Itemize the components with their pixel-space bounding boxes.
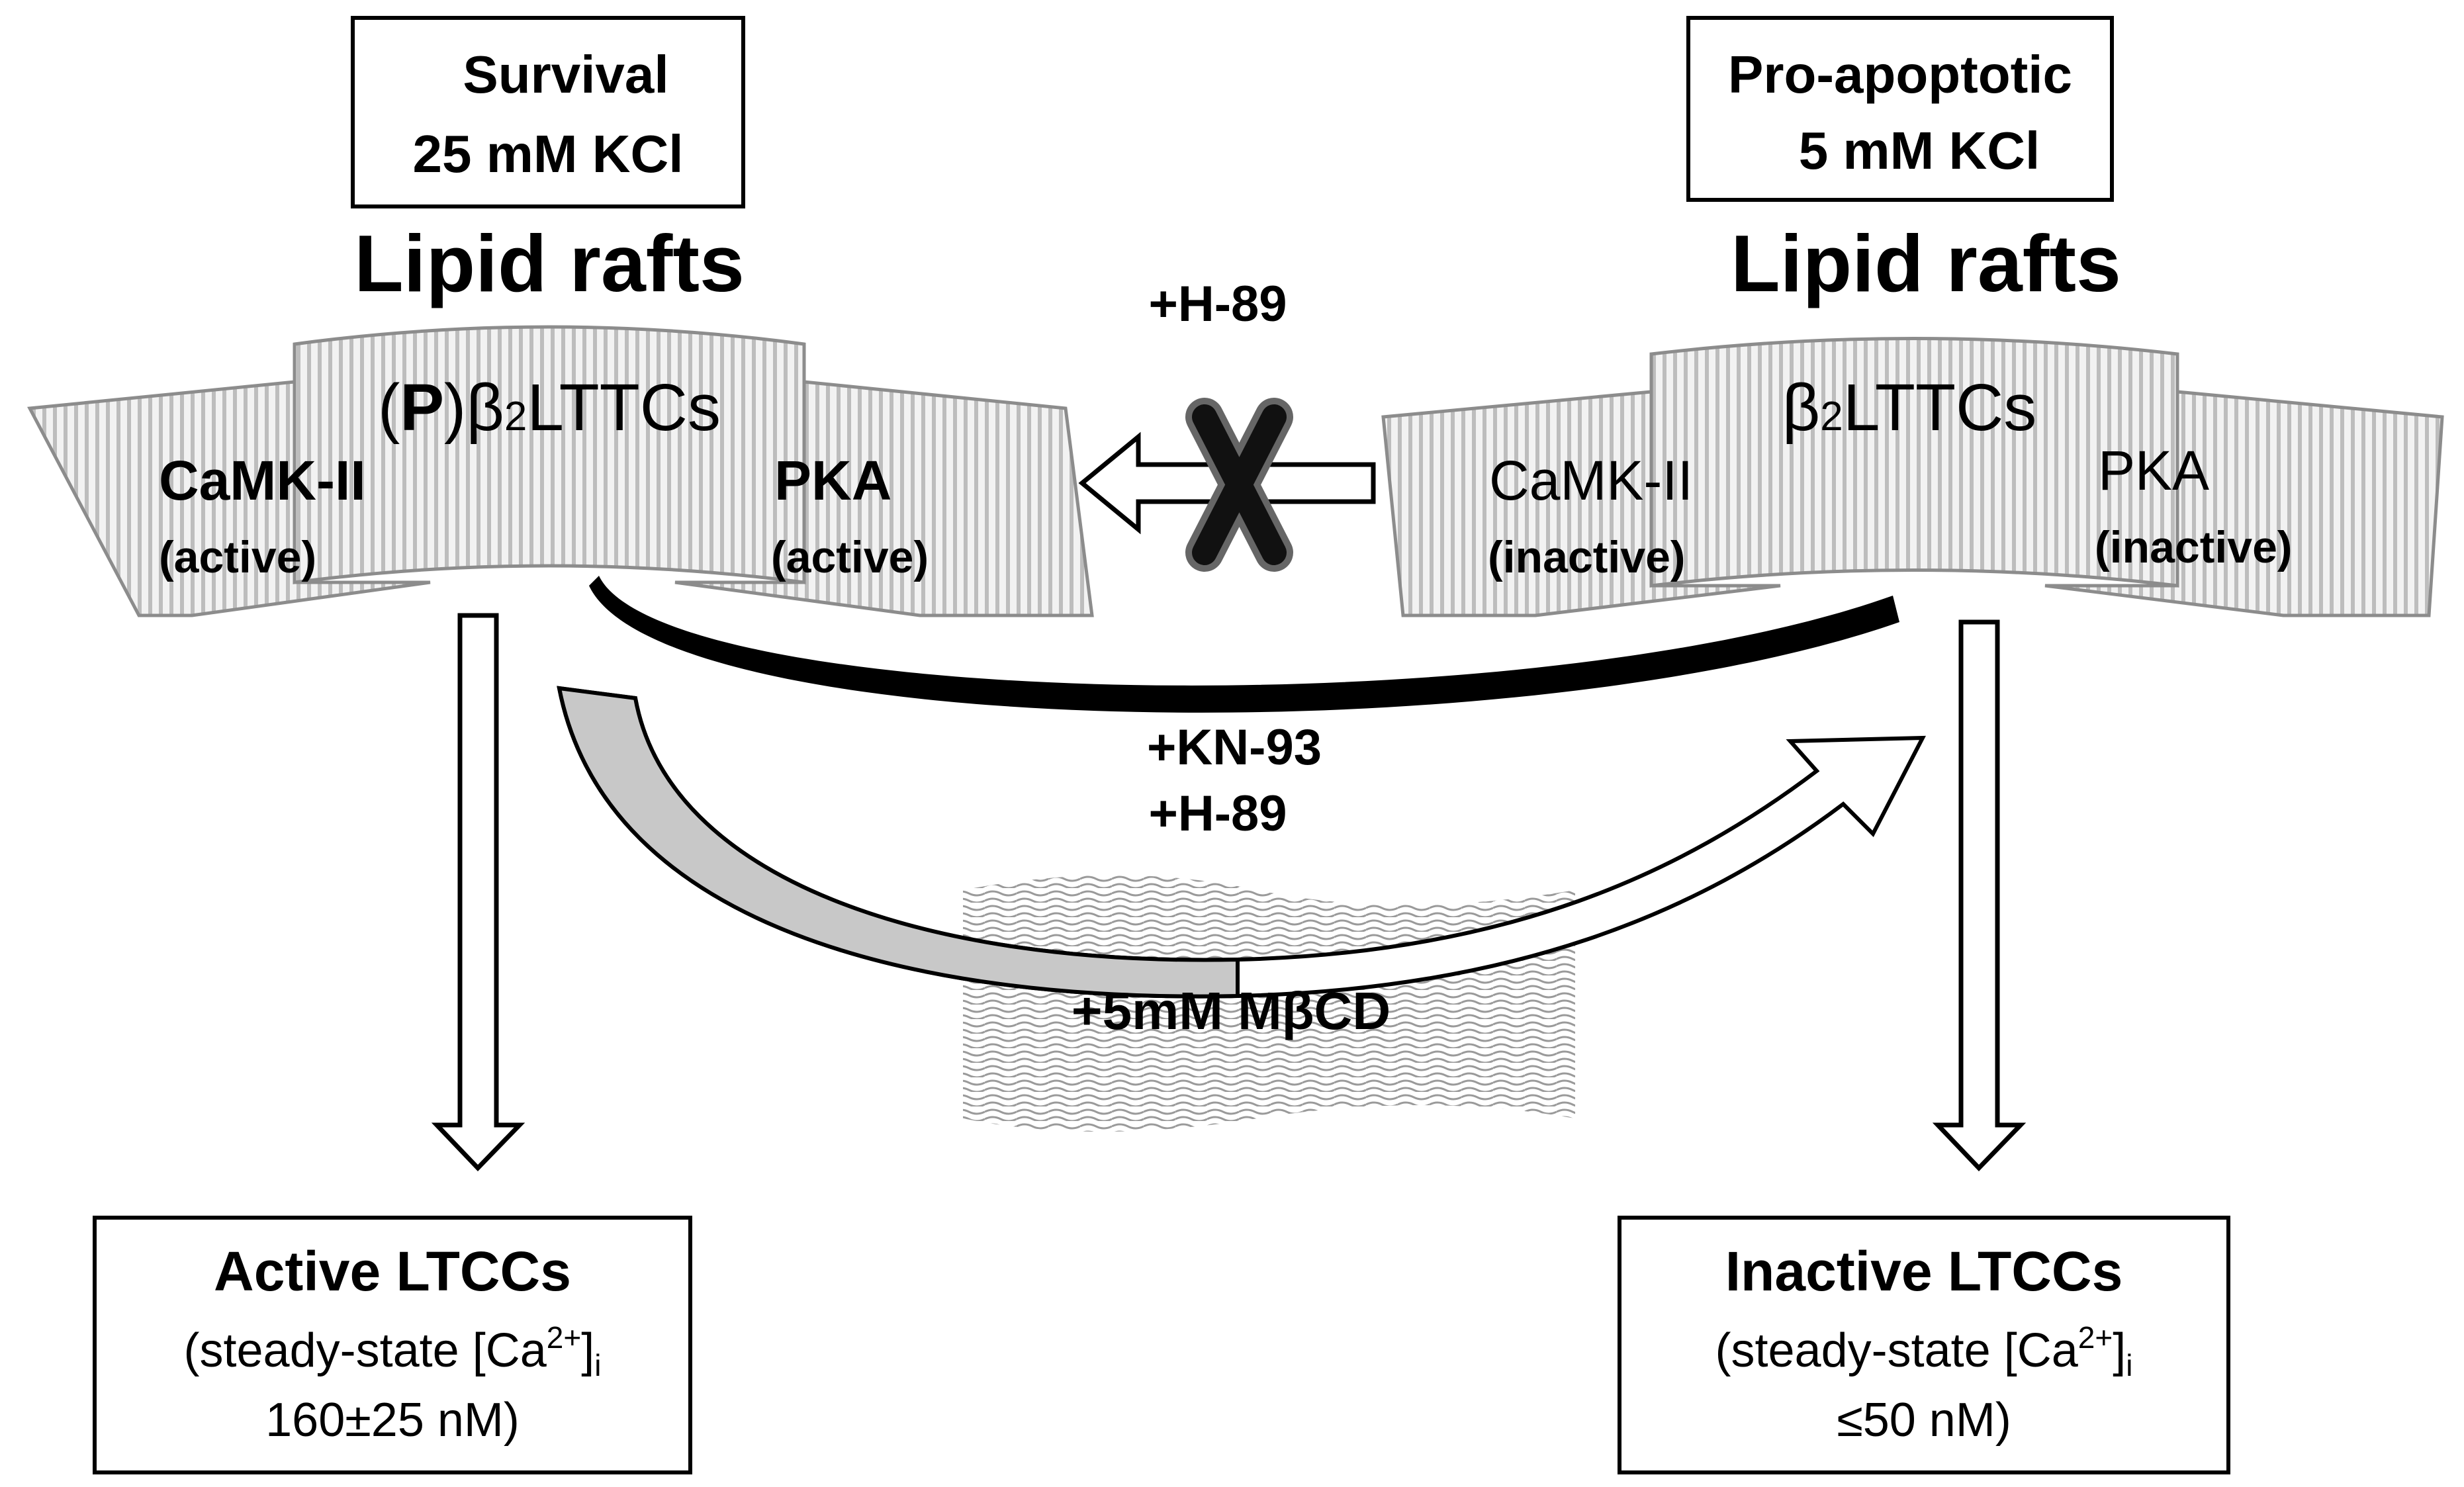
right-outcome-box: Inactive LTCCs (steady-state [Ca2+]i ≤50…	[1618, 1216, 2230, 1474]
left-outcome-line3: 160±25 nM)	[265, 1394, 520, 1447]
left-down-arrow	[431, 613, 525, 1172]
left-rafts-title: Lipid rafts	[354, 218, 745, 308]
left-condition-box: Survival 25 mM KCl	[351, 16, 745, 208]
right-camk-state: (inactive)	[1488, 532, 1686, 582]
left-pka-name: PKA	[774, 449, 891, 512]
left-channel-label: (P)β2LTTCs	[378, 371, 721, 445]
right-condition-line1: Pro-apoptotic	[1728, 45, 2072, 104]
left-lipid-raft-ribbon	[27, 325, 1094, 617]
top-arrow-label: +H-89	[1148, 276, 1287, 332]
right-channel-label: β2LTTCs	[1782, 371, 2037, 445]
black-curved-arrow	[589, 576, 1899, 713]
right-pka-name: PKA	[2098, 439, 2209, 502]
right-lipid-raft-ribbon	[1381, 337, 2444, 617]
mbcd-wavy-region	[963, 875, 1575, 1132]
mbcd-label: +5mM MβCD	[1072, 981, 1391, 1040]
block-cross-icon	[1185, 398, 1293, 572]
grey-curved-arrow	[557, 686, 1926, 999]
left-outcome-box: Active LTCCs (steady-state [Ca2+]i 160±2…	[93, 1216, 692, 1474]
right-condition-box: Pro-apoptotic 5 mM KCl	[1686, 16, 2114, 202]
right-outcome-line2: (steady-state [Ca2+]i	[1715, 1320, 2133, 1382]
right-camk-name: CaMK-II	[1489, 449, 1693, 512]
right-down-arrow	[1932, 619, 2027, 1172]
left-camk-state: (active)	[159, 532, 316, 582]
right-rafts-title: Lipid rafts	[1731, 218, 2121, 308]
left-outcome-title: Active LTCCs	[214, 1240, 571, 1302]
middle-label-kn93: +KN-93	[1147, 719, 1322, 776]
left-pka-state: (active)	[771, 532, 929, 582]
middle-label-h89: +H-89	[1148, 786, 1287, 842]
right-condition-line2: 5 mM KCl	[1799, 121, 2040, 180]
left-camk-name: CaMK-II	[159, 449, 366, 512]
right-pka-state: (inactive)	[2095, 522, 2293, 572]
left-outcome-line2: (steady-state [Ca2+]i	[184, 1320, 602, 1382]
left-condition-line2: 25 mM KCl	[413, 124, 684, 183]
left-condition-line1: Survival	[463, 45, 668, 104]
right-outcome-title: Inactive LTCCs	[1725, 1240, 2123, 1302]
right-outcome-line3: ≤50 nM)	[1837, 1394, 2011, 1447]
